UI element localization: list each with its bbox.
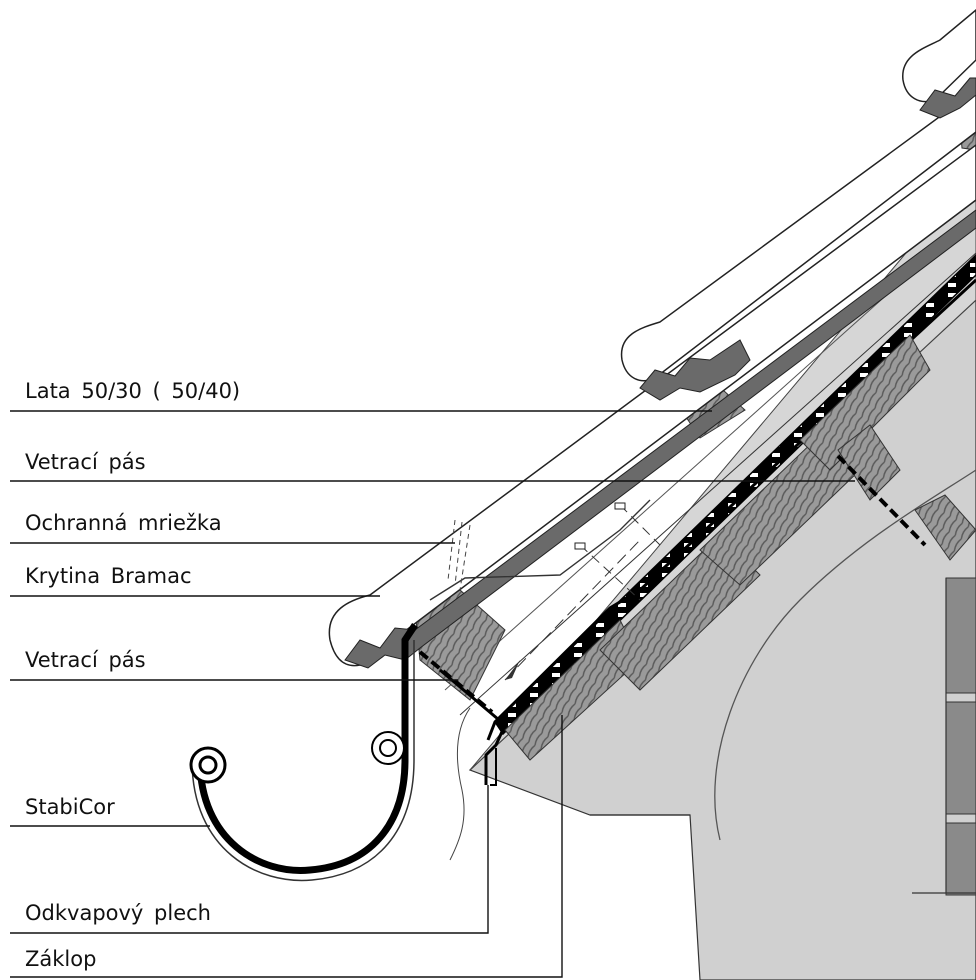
roof-tiles (328, 9, 976, 669)
label-vetraci-pas-top: Vetrací pás (25, 450, 146, 474)
label-zaklop: Záklop (25, 947, 96, 971)
label-stabicor: StabiCor (25, 795, 115, 819)
protective-grid (429, 499, 661, 601)
membrane-strip (486, 253, 976, 741)
eaves-flashing (439, 668, 507, 786)
label-lata: Lata 50/30 ( 50/40) (25, 379, 240, 403)
label-krytina: Krytina Bramac (25, 564, 192, 588)
label-ochranna-mriezka: Ochranná mriežka (25, 511, 222, 535)
sealing-strip-curve (449, 707, 471, 861)
gutter-stabicor (189, 623, 418, 882)
labels: Lata 50/30 ( 50/40) Vetrací pás Ochranná… (25, 379, 240, 971)
leader-lines (10, 410, 855, 978)
airflow-arrow (505, 660, 520, 680)
label-odkvapovy-plech: Odkvapový plech (25, 901, 211, 925)
label-vetraci-pas-bottom: Vetrací pás (25, 648, 146, 672)
wall-blocks (912, 577, 976, 896)
